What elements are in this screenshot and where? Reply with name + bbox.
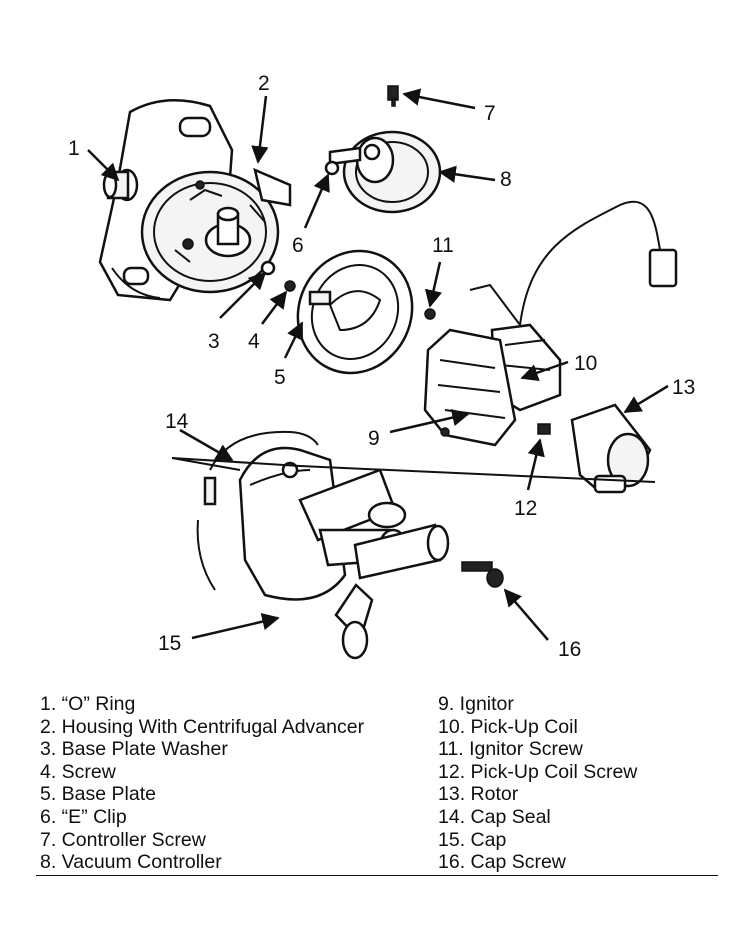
callout-7: 7 xyxy=(484,102,496,125)
callout-8: 8 xyxy=(500,168,512,191)
legend-left-column: 1. “O” Ring 2. Housing With Centrifugal … xyxy=(40,693,364,874)
cap xyxy=(238,446,450,660)
base-plate-washer xyxy=(260,260,276,276)
legend-item: 7. Controller Screw xyxy=(40,828,206,851)
callout-5: 5 xyxy=(274,366,286,389)
callout-1: 1 xyxy=(68,137,80,160)
ignitor xyxy=(423,328,517,447)
legend-item: 13. Rotor xyxy=(438,783,519,806)
legend-item: 9. Ignitor xyxy=(438,693,514,715)
legend-item: 15. Cap xyxy=(438,828,507,851)
housing-with-centrifugal-advancer xyxy=(98,98,292,302)
vacuum-controller xyxy=(328,130,442,214)
distributor-exploded-diagram: 1 2 3 4 5 6 7 8 9 10 11 12 13 14 15 16 xyxy=(68,72,695,661)
e-clip xyxy=(324,160,340,176)
callout-10: 10 xyxy=(574,352,597,375)
o-ring xyxy=(102,168,139,202)
base-plate xyxy=(296,249,414,375)
cap-screw xyxy=(461,561,504,588)
callout-6: 6 xyxy=(292,234,304,257)
legend-item: 14. Cap Seal xyxy=(438,805,551,828)
legend-item: 2. Housing With Centrifugal Advancer xyxy=(40,715,365,738)
legend-item: 4. Screw xyxy=(40,760,116,783)
legend-item: 3. Base Plate Washer xyxy=(40,738,228,761)
callout-4: 4 xyxy=(248,330,260,353)
callout-12: 12 xyxy=(514,497,537,520)
callout-15: 15 xyxy=(158,632,181,655)
legend-item: 11. Ignitor Screw xyxy=(438,738,583,761)
legend-item: 12. Pick-Up Coil Screw xyxy=(438,760,638,783)
pick-up-coil-screw xyxy=(537,423,551,435)
bottom-divider xyxy=(36,875,718,876)
legend-right-column: 9. Ignitor 10. Pick-Up Coil 11. Ignitor … xyxy=(438,693,637,874)
callout-14: 14 xyxy=(165,410,189,433)
legend-item: 6. “E” Clip xyxy=(40,805,127,828)
callout-3: 3 xyxy=(208,330,220,353)
callout-16: 16 xyxy=(558,638,581,661)
callout-11: 11 xyxy=(432,234,454,257)
callout-9: 9 xyxy=(368,427,380,450)
callout-13: 13 xyxy=(672,376,695,399)
legend-item: 5. Base Plate xyxy=(40,783,156,806)
callout-2: 2 xyxy=(258,72,270,95)
controller-screw xyxy=(387,85,399,107)
screw xyxy=(284,280,296,292)
ignitor-screw xyxy=(424,308,436,320)
legend-item: 1. “O” Ring xyxy=(40,693,136,715)
legend-item: 10. Pick-Up Coil xyxy=(438,715,578,738)
rotor xyxy=(570,403,652,494)
legend-item: 16. Cap Screw xyxy=(438,851,566,874)
legend-item: 8. Vacuum Controller xyxy=(40,851,222,874)
